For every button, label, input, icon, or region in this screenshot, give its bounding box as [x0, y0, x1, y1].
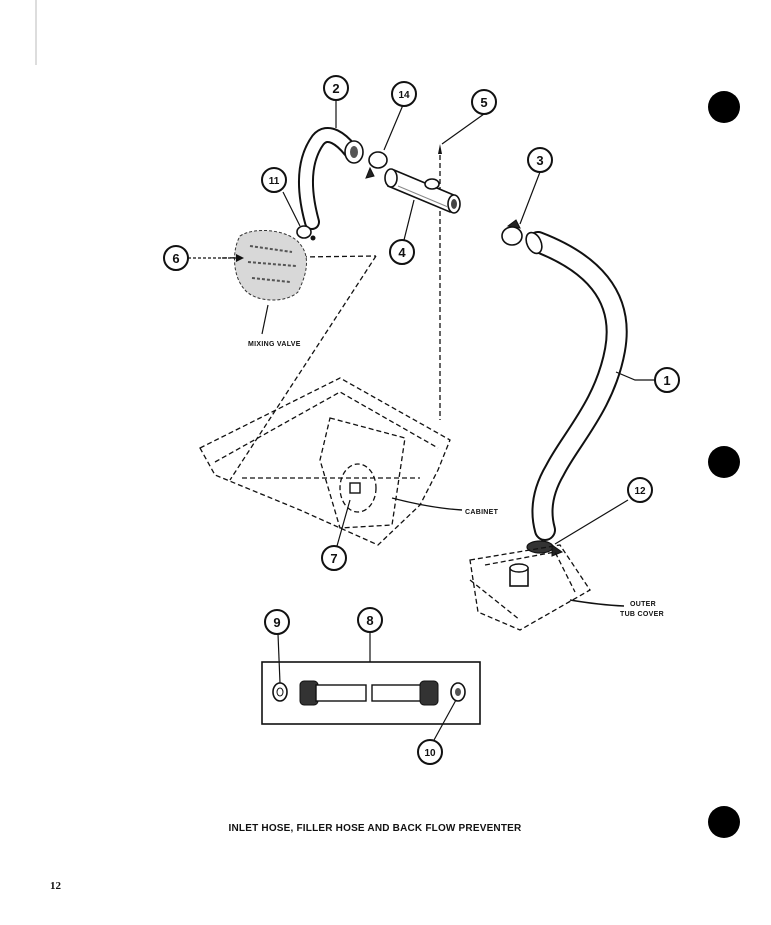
outer-tub-cover-caption-line1: OUTER — [630, 601, 656, 608]
punch-hole-bottom — [708, 806, 740, 838]
punch-hole-top — [708, 91, 740, 123]
clamp-part-3 — [501, 219, 523, 246]
outer-tub-cover-drawing — [469, 544, 625, 631]
leader-lines — [277, 100, 655, 741]
outer-tub-cover-caption-line2: TUB COVER — [620, 611, 664, 618]
inlet-hose-part-1 — [525, 231, 628, 541]
callout-10: 10 — [417, 739, 443, 765]
tee-part-4 — [384, 168, 461, 214]
diagram-title: INLET HOSE, FILLER HOSE AND BACK FLOW PR… — [228, 823, 522, 834]
svg-text:2: 2 — [332, 81, 339, 96]
back-flow-preventer-part — [349, 482, 361, 494]
filler-hose-part-2 — [298, 127, 364, 230]
callout-3: 3 — [527, 147, 553, 173]
mixing-valve-caption: MIXING VALVE — [248, 341, 301, 348]
svg-text:1: 1 — [663, 373, 670, 388]
svg-text:10: 10 — [424, 748, 436, 759]
svg-text:14: 14 — [398, 90, 410, 101]
svg-text:7: 7 — [330, 551, 337, 566]
callout-8: 8 — [357, 607, 383, 633]
svg-text:12: 12 — [634, 486, 646, 497]
callout-1: 1 — [654, 367, 680, 393]
callout-12: 12 — [627, 477, 653, 503]
svg-text:11: 11 — [269, 176, 280, 187]
svg-text:6: 6 — [172, 251, 179, 266]
callout-11: 11 — [261, 167, 287, 193]
svg-text:4: 4 — [398, 245, 406, 260]
cabinet-caption: CABINET — [465, 509, 499, 516]
callout-2: 2 — [323, 75, 349, 101]
fitting-part-5 — [438, 144, 442, 154]
clamp-part-11 — [296, 225, 316, 241]
callout-4: 4 — [389, 239, 415, 265]
svg-text:5: 5 — [480, 95, 487, 110]
punch-hole-middle — [708, 446, 740, 478]
callout-7: 7 — [321, 545, 347, 571]
svg-text:8: 8 — [366, 613, 373, 628]
mixing-valve-drawing — [188, 230, 307, 335]
callout-9: 9 — [264, 609, 290, 635]
svg-text:3: 3 — [536, 153, 543, 168]
clamp-part-12 — [526, 540, 564, 557]
callout-14: 14 — [391, 81, 417, 107]
svg-text:9: 9 — [273, 615, 280, 630]
clamp-part-14 — [365, 151, 388, 179]
cabinet-drawing — [199, 255, 463, 546]
callout-6: 6 — [163, 245, 189, 271]
kit-box — [261, 661, 481, 725]
callout-5: 5 — [471, 89, 497, 115]
page-number: 12 — [50, 880, 61, 892]
